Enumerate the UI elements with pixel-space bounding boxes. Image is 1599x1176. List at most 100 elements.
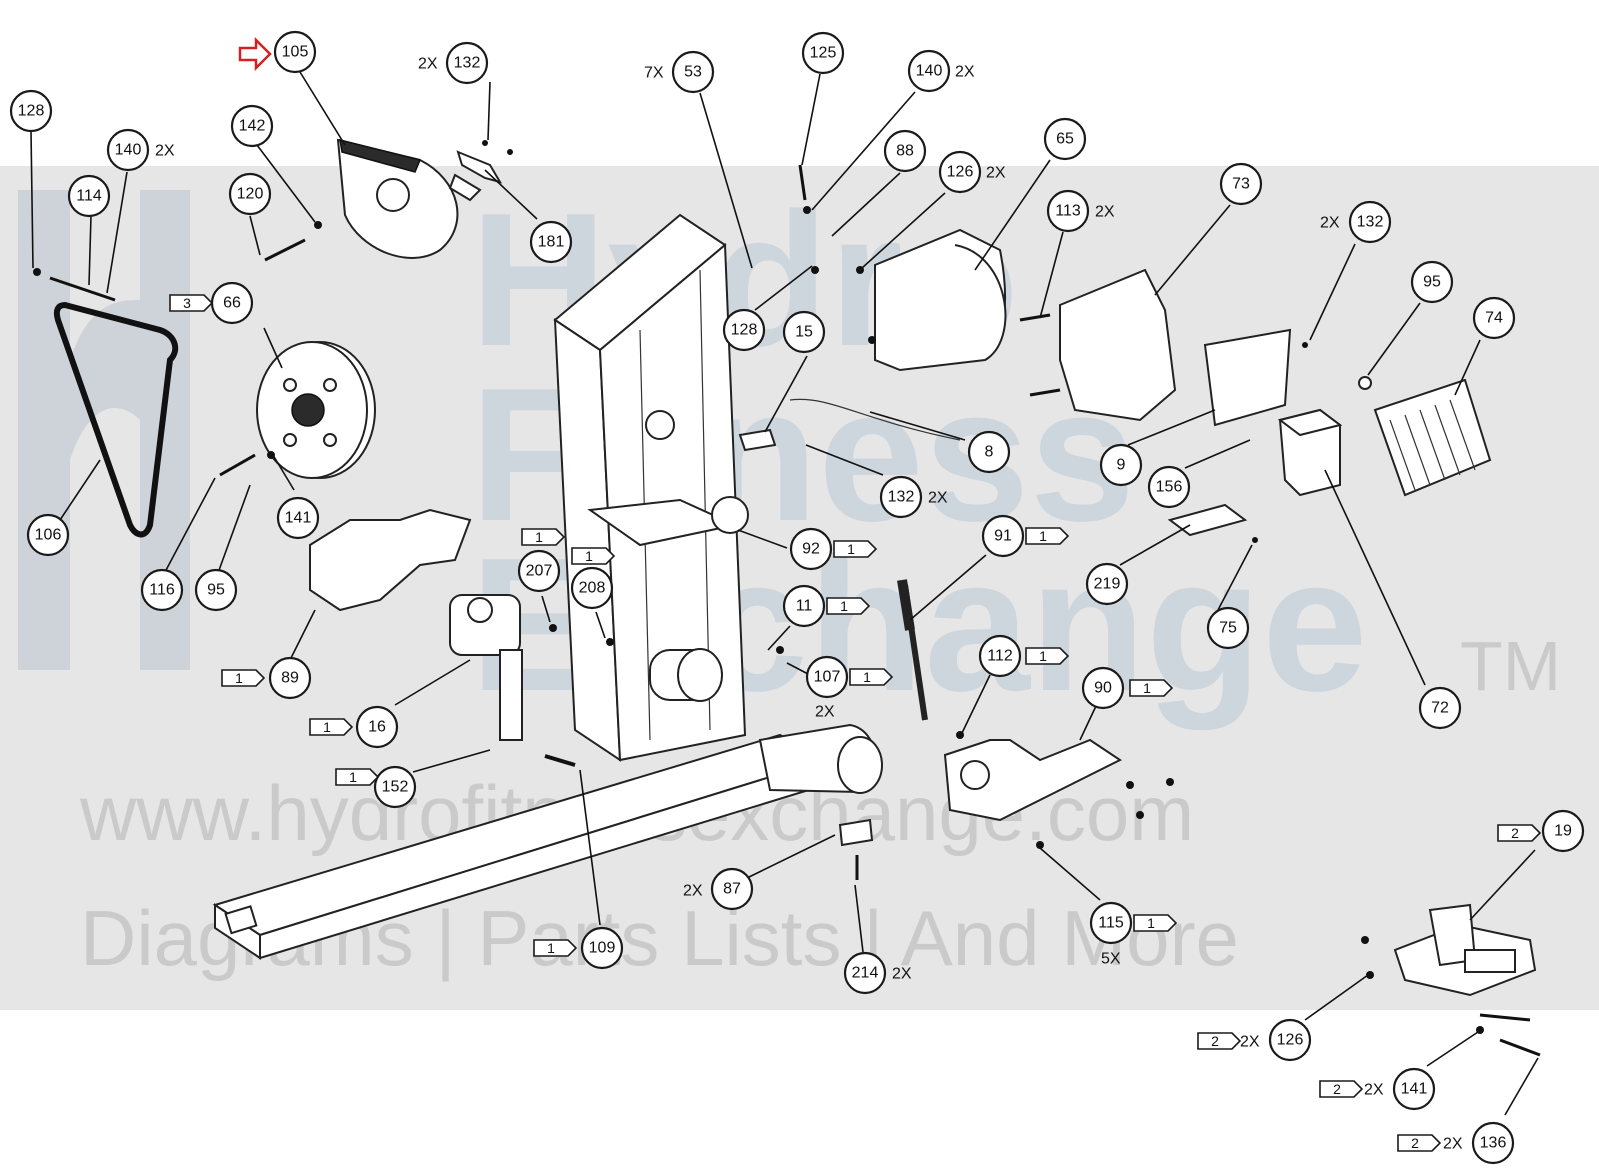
qty-tag-107: 1 [849, 668, 894, 686]
svg-text:115: 115 [1098, 915, 1124, 932]
chassis-73 [1059, 268, 1177, 422]
svg-text:2: 2 [1411, 1135, 1419, 1151]
svg-text:105: 105 [282, 44, 309, 61]
qty-tag-126-bottom: 2 [1197, 1032, 1242, 1050]
heatsink-74 [1373, 378, 1492, 497]
svg-text:219: 219 [1094, 576, 1121, 593]
parts-artwork [33, 36, 1541, 1057]
svg-text:214: 214 [852, 965, 879, 982]
callout-132-top: 132 [445, 41, 489, 85]
callout-219: 219 [1085, 562, 1129, 606]
svg-text:1: 1 [547, 940, 555, 956]
svg-text:156: 156 [1156, 479, 1183, 496]
stabilizer-19 [1393, 903, 1537, 997]
svg-text:16: 16 [368, 719, 386, 736]
svg-text:1: 1 [585, 548, 593, 564]
svg-text:128: 128 [731, 322, 758, 339]
qty-tag-207: 1 [521, 528, 566, 546]
svg-text:116: 116 [149, 582, 175, 599]
callout-140-left-mult: 2X [155, 143, 175, 160]
callout-128-left: 128 [9, 89, 53, 133]
callout-107: 107 [805, 655, 849, 699]
callout-16: 16 [355, 705, 399, 749]
qty-tag-141-bottom: 2 [1319, 1080, 1364, 1098]
hardware [33, 140, 1541, 1057]
svg-text:140: 140 [115, 142, 142, 159]
callout-214: 214 [843, 951, 887, 995]
callout-132-mid: 132 [879, 475, 923, 519]
svg-text:136: 136 [1480, 1135, 1507, 1152]
callout-112: 112 [978, 634, 1022, 678]
motor-bracket-89 [309, 508, 472, 612]
callout-65: 65 [1043, 117, 1087, 161]
svg-text:73: 73 [1232, 176, 1250, 193]
svg-text:11: 11 [796, 598, 813, 615]
callout-92: 92 [789, 527, 833, 571]
bracket-15 [738, 428, 777, 452]
qty-tag-115: 1 [1133, 914, 1178, 932]
box-72 [1277, 408, 1343, 497]
svg-text:88: 88 [896, 143, 914, 160]
svg-text:74: 74 [1485, 310, 1503, 327]
svg-text:66: 66 [223, 295, 241, 312]
callout-141-left: 141 [276, 496, 320, 540]
svg-text:95: 95 [1423, 274, 1441, 291]
callout-132-right: 132 [1348, 200, 1392, 244]
svg-text:89: 89 [281, 670, 299, 687]
svg-text:141: 141 [285, 510, 312, 527]
qty-tag-208: 1 [571, 547, 616, 565]
svg-text:1: 1 [323, 719, 331, 735]
callout-87-mult: 2X [683, 883, 703, 900]
svg-text:53: 53 [684, 64, 702, 81]
callout-106: 106 [26, 513, 70, 557]
callout-91: 91 [981, 514, 1025, 558]
pad-219 [1167, 503, 1248, 537]
svg-text:128: 128 [18, 103, 45, 120]
svg-text:87: 87 [723, 881, 741, 898]
cable-8 [789, 398, 961, 441]
callout-19: 19 [1541, 809, 1585, 853]
drive-belt-106 [53, 301, 179, 538]
callout-73: 73 [1219, 162, 1263, 206]
callout-132-right-mult: 2X [1320, 215, 1340, 232]
callout-72: 72 [1418, 686, 1462, 730]
qty-tag-16: 1 [309, 718, 354, 736]
qty-tag-109: 1 [533, 939, 578, 957]
svg-text:1: 1 [1143, 680, 1151, 696]
callout-207: 207 [517, 549, 561, 593]
callout-113: 113 [1046, 189, 1090, 233]
callout-115: 115 [1089, 901, 1133, 945]
svg-text:75: 75 [1219, 620, 1237, 637]
svg-text:65: 65 [1056, 131, 1074, 148]
callout-95-left: 95 [194, 568, 238, 612]
svg-text:106: 106 [35, 527, 62, 544]
callout-136: 136 [1471, 1121, 1515, 1165]
leader-lines [30, 71, 1539, 1116]
svg-text:2: 2 [1333, 1081, 1341, 1097]
svg-text:1: 1 [863, 669, 871, 685]
svg-text:3: 3 [183, 295, 191, 311]
svg-text:120: 120 [237, 186, 264, 203]
callout-89: 89 [268, 656, 312, 700]
svg-text:91: 91 [994, 528, 1012, 545]
callout-15: 15 [782, 310, 826, 354]
callout-116: 116 [140, 568, 184, 612]
svg-text:181: 181 [538, 234, 565, 251]
circuit-board-9 [1203, 328, 1292, 427]
callout-9: 9 [1099, 443, 1143, 487]
qty-tag-19: 2 [1497, 824, 1542, 842]
svg-text:126: 126 [1277, 1032, 1304, 1049]
qty-tag-90: 1 [1129, 679, 1174, 697]
svg-text:132: 132 [888, 489, 915, 506]
callout-214-mult: 2X [892, 966, 912, 983]
svg-text:2: 2 [1211, 1033, 1219, 1049]
callout-132-mid-mult: 2X [928, 490, 948, 507]
svg-text:1: 1 [1039, 528, 1047, 544]
svg-text:19: 19 [1554, 823, 1572, 840]
callout-126-top: 126 [938, 150, 982, 194]
svg-text:109: 109 [589, 940, 616, 957]
callout-128-mid: 128 [722, 308, 766, 352]
callout-11: 11 [782, 584, 826, 628]
svg-text:1: 1 [1147, 915, 1155, 931]
